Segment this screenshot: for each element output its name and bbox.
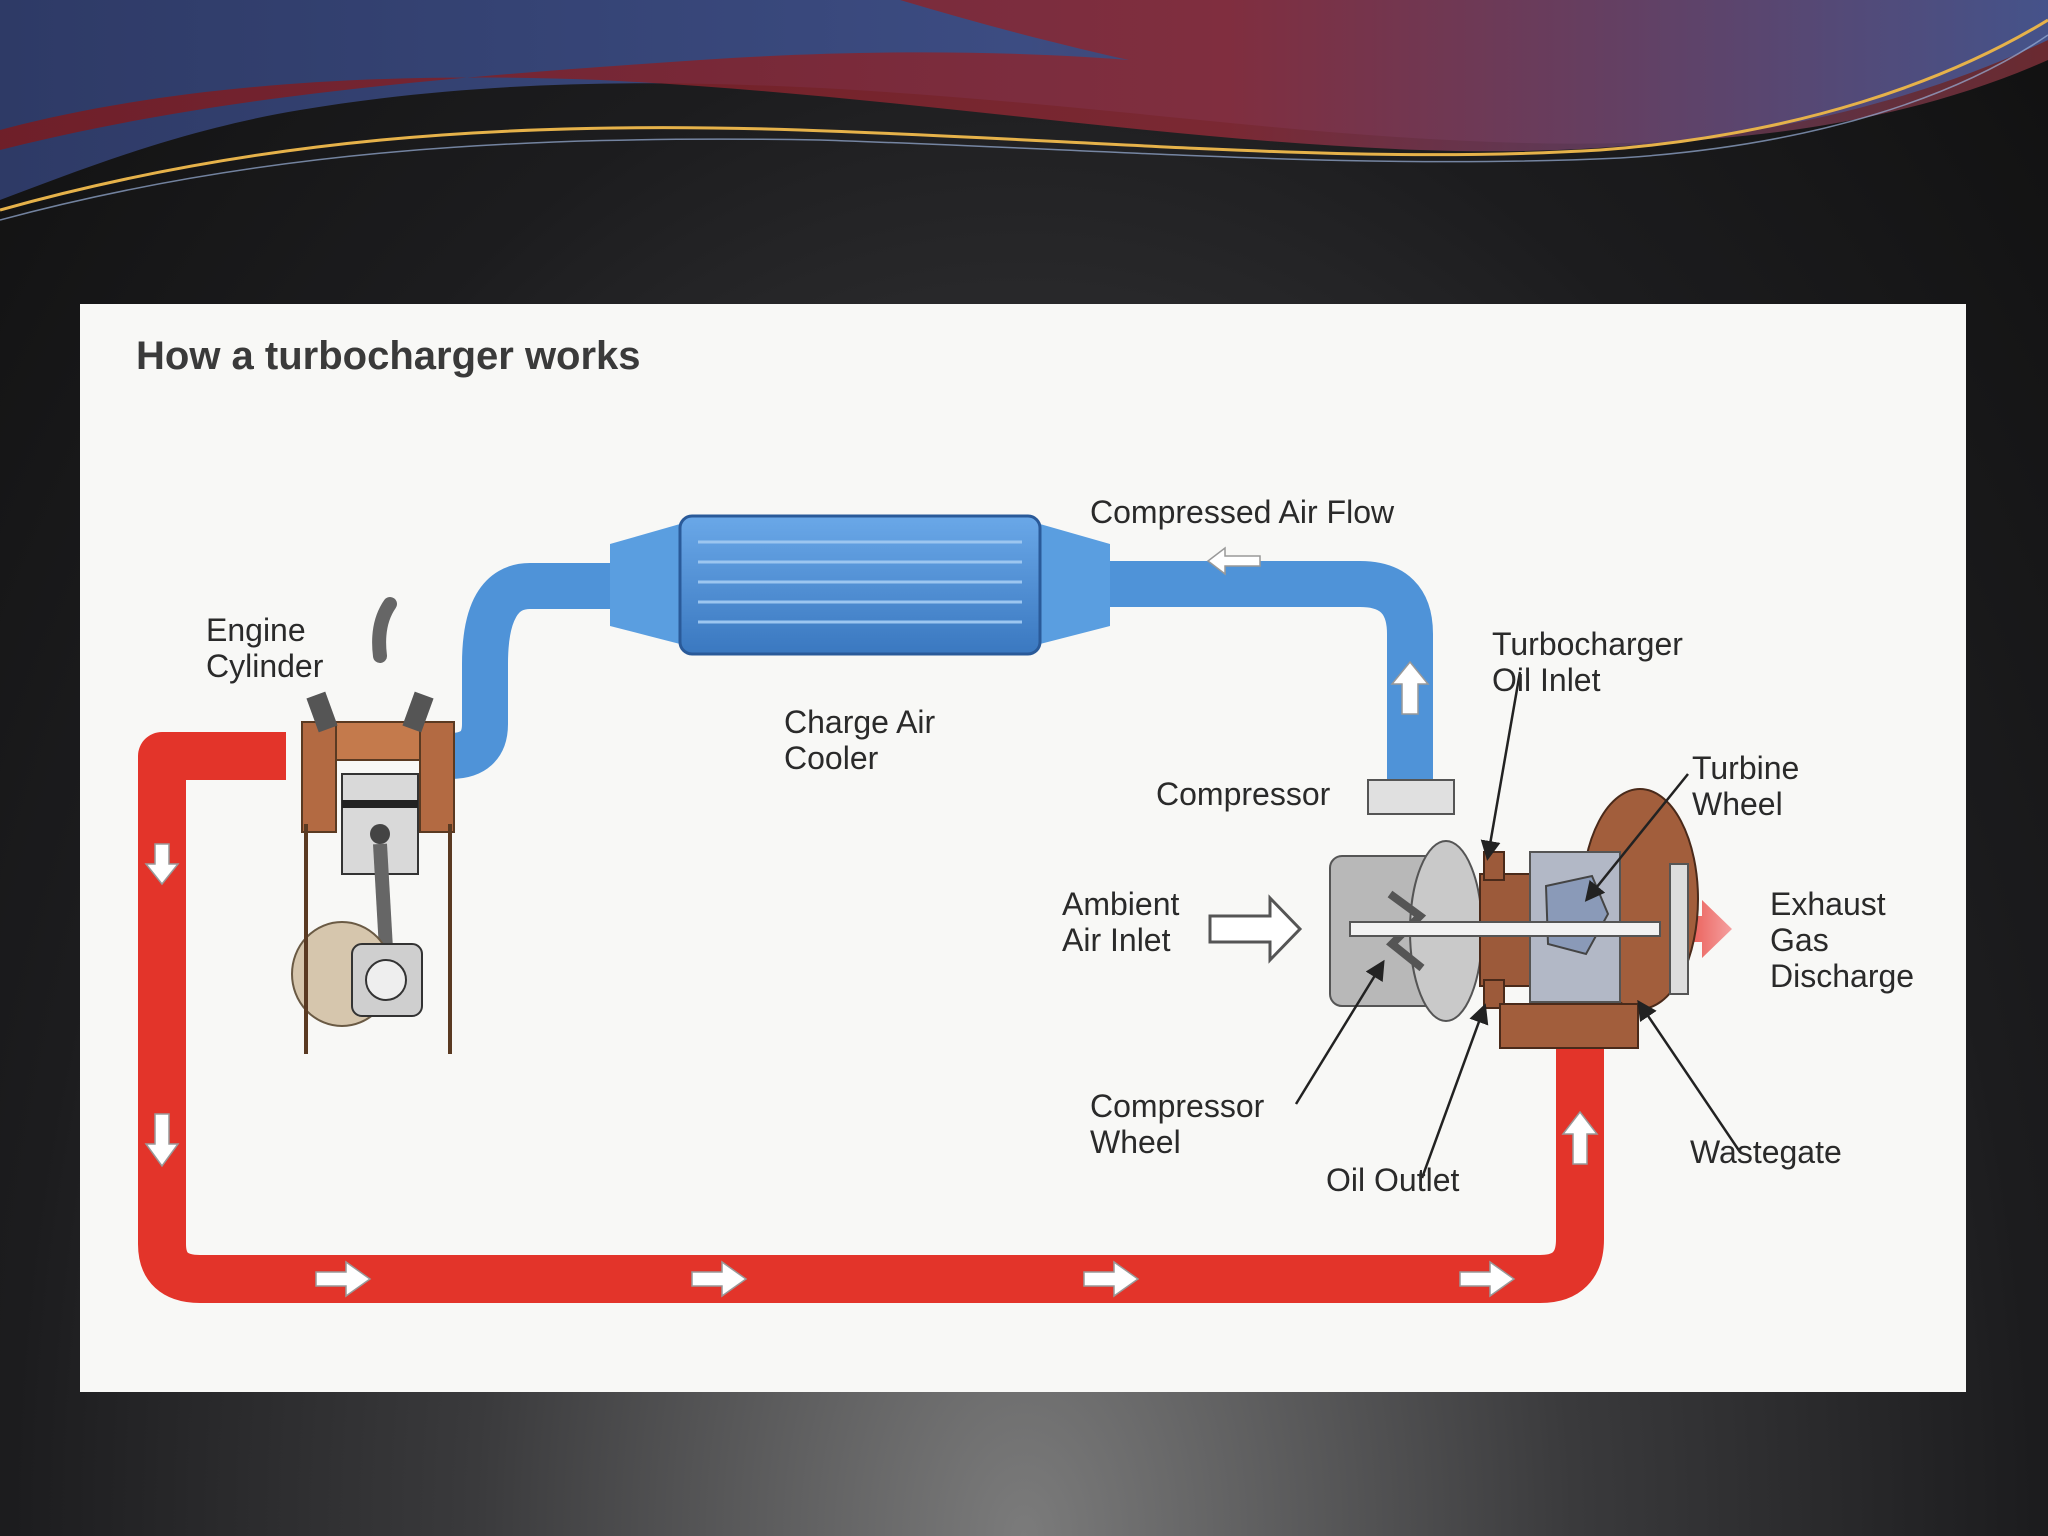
engine-cylinder-illustration [291, 597, 455, 1054]
header-light-line [0, 34, 2048, 221]
label-oil-outlet: Oil Outlet [1326, 1162, 1460, 1198]
turbocharger-illustration [1329, 779, 1699, 1049]
label-compressed-air-flow: Compressed Air Flow [1090, 494, 1395, 530]
header-gold-line [0, 18, 2048, 212]
intake-pipe-to-engine [448, 563, 610, 779]
label-compressor-wheel: Compressor Wheel [1090, 1088, 1265, 1160]
label-engine-cylinder: Engine Cylinder [206, 612, 324, 684]
charge-air-cooler [610, 514, 1110, 656]
ambient-air-arrow [1208, 894, 1303, 964]
label-turbine-wheel: Turbine Wheel [1692, 750, 1800, 822]
header-wave-red [0, 0, 2048, 152]
flow-arrow-icon [144, 546, 1599, 1298]
exhaust-pipe-loop [138, 732, 1604, 1303]
exhaust-discharge-arrow [1662, 900, 1732, 958]
label-exhaust-gas-discharge: Exhaust Gas Discharge [1770, 886, 1915, 994]
turbocharger-diagram: How a turbocharger works Engine Cylinder… [80, 304, 1966, 1392]
label-wastegate: Wastegate [1690, 1134, 1842, 1170]
diagram-title: How a turbocharger works [136, 334, 641, 378]
label-compressor: Compressor [1156, 776, 1331, 812]
label-ambient-air-inlet: Ambient Air Inlet [1062, 886, 1180, 958]
label-turbocharger-oil-inlet: Turbocharger Oil Inlet [1492, 626, 1683, 698]
label-charge-air-cooler: Charge Air Cooler [784, 704, 936, 776]
compressed-air-pipe [1100, 561, 1433, 782]
callout-lines [1294, 671, 1742, 1179]
